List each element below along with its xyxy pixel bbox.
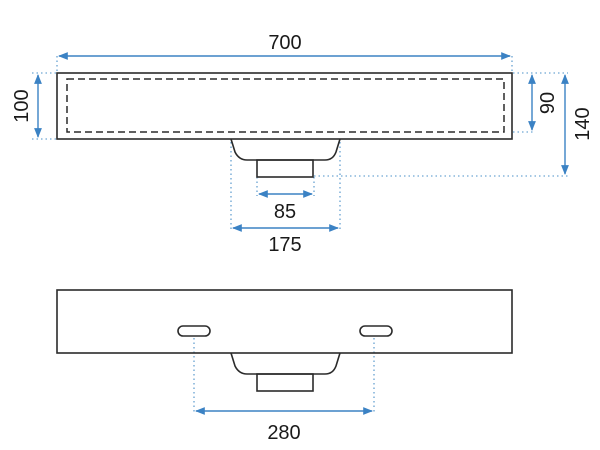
drain-outlet-bottom [256, 373, 314, 392]
basin-inner-hidden-outline [66, 78, 505, 133]
bottom-view: 280 [56, 289, 513, 444]
label-hole-spacing: 280 [267, 422, 300, 444]
top-view: 700 100 90 140 85 175 [11, 32, 594, 256]
mounting-hole-right [359, 325, 393, 337]
label-overall-height: 100 [11, 89, 33, 122]
label-drain-width: 85 [274, 201, 296, 223]
mounting-hole-left [177, 325, 211, 337]
basin-top-outline [56, 72, 513, 140]
basin-front-outline [56, 289, 513, 354]
bowl-outline-top [230, 138, 341, 161]
drain-outlet-top [256, 159, 314, 178]
label-inner-depth: 90 [537, 92, 559, 114]
label-bowl-width: 175 [268, 234, 301, 256]
bowl-outline-bottom [230, 352, 341, 375]
label-overall-width: 700 [268, 32, 301, 54]
label-total-height: 140 [572, 107, 594, 140]
